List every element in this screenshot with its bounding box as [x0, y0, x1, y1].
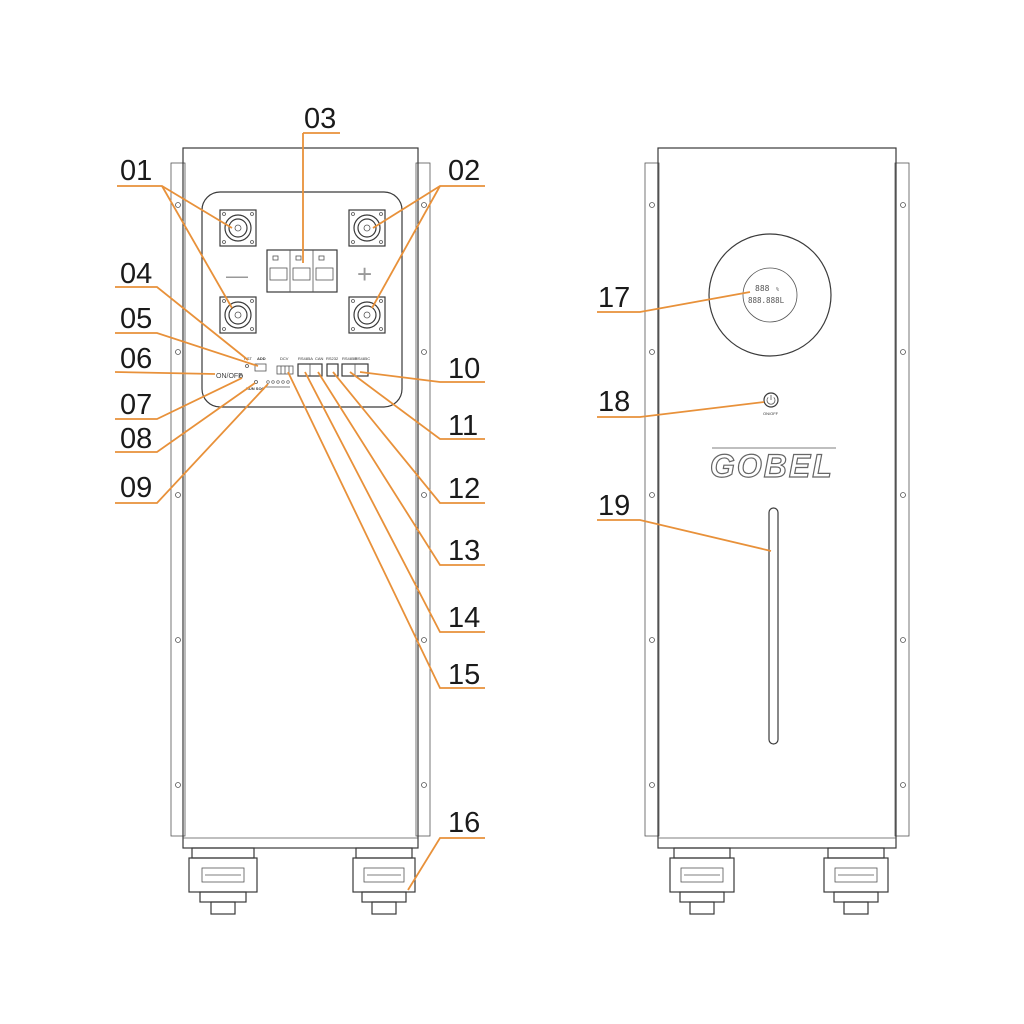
minus-symbol: —	[226, 263, 248, 288]
lcd-value: 888.888L	[748, 296, 785, 305]
front-left-rail	[170, 162, 186, 837]
run-indicator	[254, 380, 258, 384]
callout-01: 01	[120, 155, 152, 187]
callout-05: 05	[120, 303, 152, 335]
leader-lines	[114, 132, 772, 891]
can-label: CAN	[315, 356, 324, 361]
address-dip-switch[interactable]	[254, 363, 267, 372]
terminal-panel	[201, 191, 403, 408]
negative-terminal-top	[219, 209, 257, 247]
onoff-label: ON/OFF	[216, 373, 242, 380]
rs485b-label: RS485B	[342, 356, 357, 361]
power-icon	[766, 397, 776, 405]
indicator-label: RUN SOC	[246, 386, 265, 391]
reset-button[interactable]	[245, 364, 249, 368]
front-rail-screws	[175, 202, 427, 788]
callout-16: 16	[448, 807, 480, 839]
front-right-rail	[415, 162, 431, 837]
display-module: 888 % 888.888L	[708, 233, 832, 357]
brand-logo: GOBEL	[710, 448, 834, 484]
rs232-port[interactable]	[326, 363, 339, 377]
handle-slot	[768, 507, 779, 745]
callout-11: 11	[448, 410, 478, 442]
rear-foot-left	[669, 847, 735, 915]
callout-09: 09	[120, 472, 152, 504]
front-foot-left	[188, 847, 258, 915]
callout-19: 19	[598, 490, 630, 522]
positive-terminal-top	[348, 209, 386, 247]
callout-06: 06	[120, 343, 152, 375]
rear-rail-screws	[649, 202, 906, 788]
positive-terminal-bottom	[348, 296, 386, 334]
soc-leds	[266, 380, 290, 384]
dcv-label: DCV	[280, 356, 289, 361]
callout-12: 12	[448, 473, 480, 505]
rear-body	[657, 147, 897, 849]
callout-17: 17	[598, 282, 630, 314]
lcd-percent: 888	[755, 284, 770, 293]
plus-symbol: +	[357, 259, 372, 289]
callout-18: 18	[598, 386, 630, 418]
callout-13: 13	[448, 535, 480, 567]
rear-left-rail	[644, 162, 660, 837]
power-label: ON/OFF	[763, 411, 779, 416]
callout-03: 03	[304, 103, 336, 135]
callout-02: 02	[448, 155, 480, 187]
callout-15: 15	[448, 659, 480, 691]
circuit-breaker	[266, 249, 338, 293]
control-cluster: RST ADD ON/OFF RUN SOC DCV	[216, 356, 294, 391]
rear-unit: 888 % 888.888L ON/OFF GOBEL	[644, 147, 910, 915]
front-unit: — + RST ADD ON/OFF RUN SOC	[170, 147, 431, 915]
negative-terminal-bottom	[219, 296, 257, 334]
rs485c-label: RS485C	[355, 356, 370, 361]
front-foot-right	[352, 847, 416, 915]
front-body	[182, 147, 419, 849]
lcd-percent-unit: %	[776, 287, 779, 293]
callout-14: 14	[448, 602, 480, 634]
callout-08: 08	[120, 423, 152, 455]
callout-07: 07	[120, 389, 152, 421]
power-button[interactable]: ON/OFF	[763, 392, 779, 416]
callout-10: 10	[448, 353, 480, 385]
comm-ports: RS485A CAN RS232 RS485B RS485C	[297, 356, 370, 377]
rear-foot-right	[823, 847, 889, 915]
address-label: ADD	[257, 356, 266, 361]
callout-numbers: 01 02 03 04 05 06 07 08 09 10 11 12 13 1…	[120, 103, 630, 839]
rs485a-label: RS485A	[298, 356, 313, 361]
rs232-label: RS232	[326, 356, 339, 361]
reset-label: RST	[244, 356, 253, 361]
rear-right-rail	[894, 162, 910, 837]
callout-04: 04	[120, 258, 152, 290]
